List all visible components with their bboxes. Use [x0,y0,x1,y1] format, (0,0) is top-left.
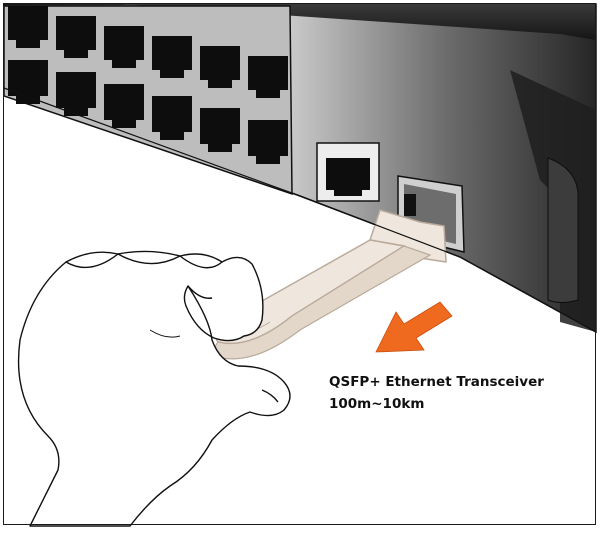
rj45-port-icon [56,72,96,116]
rj45-ports [8,6,288,164]
rj45-port-icon [248,56,288,98]
transceiver-range: 100m~10km [329,396,425,412]
rj45-port-icon [56,16,96,58]
figure-border [3,3,596,525]
rj45-port-block [3,5,293,196]
side-recess [547,157,579,303]
rj45-port-icon [104,26,144,68]
rj45-port-icon [104,84,144,128]
rj45-port-icon [248,120,288,164]
rj45-port-icon [326,158,370,196]
transceiver-title: QSFP+ Ethernet Transceiver [329,374,544,390]
rj45-port-icon [152,96,192,140]
hand-icon [17,250,291,527]
console-port [316,142,380,202]
rj45-port-icon [8,6,48,48]
rj45-port-icon [152,36,192,78]
desk-edge [3,87,597,333]
rj45-port-icon [200,46,240,88]
switch-top-edge [120,4,596,40]
pull-direction-arrow-icon [375,301,453,353]
rj45-port-icon [200,108,240,152]
